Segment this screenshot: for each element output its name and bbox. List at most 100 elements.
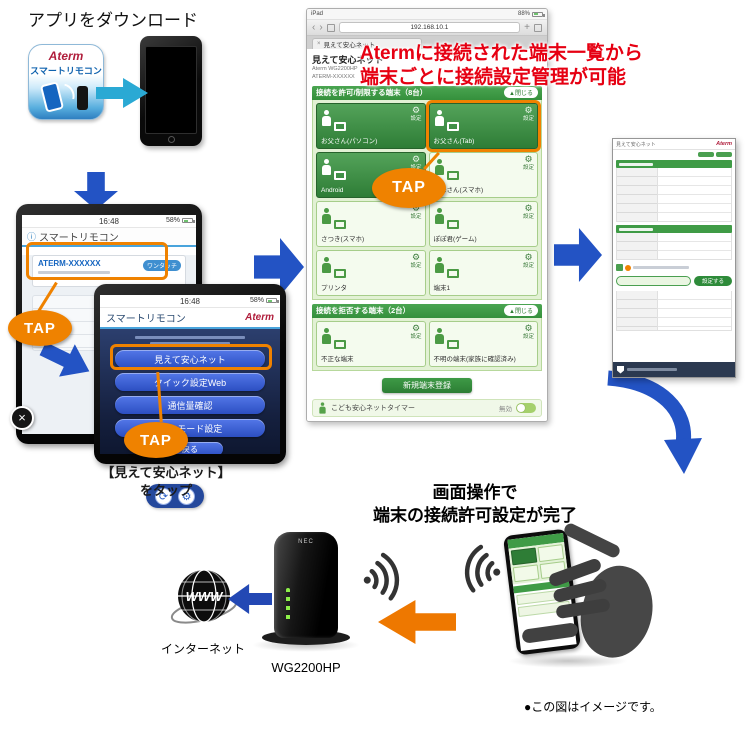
- nav-pill[interactable]: [716, 152, 732, 157]
- device-icon: [322, 109, 346, 131]
- phone-toolbar: ⟳ ⚙: [146, 484, 204, 508]
- download-label: アプリをダウンロード: [28, 11, 198, 30]
- device-card[interactable]: ⚙設定 お母さん(スマホ): [428, 151, 538, 198]
- phone2-screen: 16:48 58% スマートリモコン Aterm 見えて安心ネット クイック設定…: [100, 295, 280, 454]
- person-icon: [434, 109, 444, 126]
- device-settings-button[interactable]: ⚙設定: [523, 154, 534, 171]
- bookmark-icon[interactable]: [326, 23, 335, 32]
- tablet-screenshot: iPad 88% ‹ › 192.168.10.1 + × 見えて安心ネット 見…: [306, 8, 548, 422]
- url-field[interactable]: 192.168.10.1: [338, 22, 521, 33]
- gear-icon: ⚙: [524, 104, 533, 115]
- shield-icon: [617, 365, 624, 374]
- device-info-line: ATERM-XXXXXX: [312, 73, 355, 80]
- tab-close-icon[interactable]: ×: [317, 41, 321, 47]
- battery-indicator: 88%: [518, 11, 545, 17]
- battery-percent: 58%: [165, 217, 180, 224]
- gear-icon: ⚙: [411, 104, 421, 115]
- gear-icon: ⚙: [411, 251, 421, 262]
- terminal-icon: [446, 339, 459, 349]
- completion-line-2: 端末の接続許可設定が完了: [373, 505, 577, 525]
- device-settings-button[interactable]: ⚙設定: [523, 104, 534, 122]
- app-title: スマートリモコン: [39, 233, 119, 244]
- panel-buttons: 設定する: [616, 276, 732, 286]
- battery-icon: [266, 298, 279, 303]
- aterm-logo: Aterm: [48, 49, 84, 63]
- device-settings-button[interactable]: ⚙設定: [522, 203, 534, 220]
- apply-button[interactable]: 設定する: [694, 276, 732, 286]
- device-settings-button[interactable]: ⚙設定: [522, 322, 534, 340]
- curved-down-arrow: [607, 370, 702, 474]
- nav-pill[interactable]: [698, 152, 714, 157]
- refresh-icon[interactable]: ⟳: [155, 487, 172, 505]
- device-name: Android: [321, 187, 344, 195]
- device-card[interactable]: ⚙設定 端末1: [428, 249, 538, 296]
- device-settings-button[interactable]: ⚙設定: [410, 104, 421, 122]
- menu-button[interactable]: クイック設定Web: [115, 373, 265, 391]
- settings-label: 設定: [522, 333, 534, 340]
- gear-icon[interactable]: ⚙: [178, 487, 195, 505]
- person-icon: [322, 109, 331, 126]
- person-icon: [322, 327, 331, 344]
- tabs-icon[interactable]: [534, 23, 542, 32]
- tap-callout-2: TAP: [124, 422, 188, 458]
- menu-button[interactable]: 通信量確認: [115, 396, 265, 414]
- person-icon: [322, 207, 331, 224]
- device-settings-button[interactable]: ⚙設定: [410, 203, 422, 220]
- timer-toggle[interactable]: [516, 402, 536, 413]
- person-icon: [434, 256, 444, 273]
- device-card[interactable]: ⚙設定 不明の端末(家族に確認済み): [428, 320, 538, 367]
- image-disclaimer: ●この図はイメージです。: [524, 700, 662, 714]
- register-device-button[interactable]: 新規端末登録: [382, 377, 472, 393]
- back-icon[interactable]: ‹: [312, 21, 316, 33]
- collapse-button[interactable]: ▲閉じる: [504, 305, 538, 317]
- device-name: ぽぽ君(ゲーム): [433, 236, 477, 244]
- device-name: 不正な端末: [321, 356, 354, 364]
- device-icon: [434, 327, 459, 349]
- router-image: NEC: [252, 532, 360, 660]
- highlight-box-menu: [110, 344, 272, 370]
- device-card[interactable]: ⚙設定 お父さん(パソコン): [316, 102, 426, 149]
- tap-caption: 【見えて安心ネット】 をタップ: [86, 464, 246, 499]
- device-name: さつき(スマホ): [321, 236, 365, 244]
- close-icon[interactable]: ×: [10, 406, 34, 430]
- collapse-button[interactable]: ▲閉じる: [504, 87, 538, 99]
- device-settings-button[interactable]: ⚙設定: [410, 251, 421, 269]
- gear-icon: ⚙: [524, 322, 533, 333]
- info-icon[interactable]: ⓘ: [27, 232, 37, 242]
- browser-tab[interactable]: × 見えて安心ネット: [312, 38, 422, 49]
- nec-logo: NEC: [298, 539, 314, 545]
- status-left: iPad: [311, 11, 324, 17]
- wifi-waves-right: [464, 544, 501, 593]
- menu-button[interactable]: 見えて安心ネット: [115, 350, 265, 368]
- person-icon: [434, 207, 444, 224]
- device-settings-button[interactable]: ⚙設定: [523, 252, 534, 269]
- onetouch-pill[interactable]: ワンタッチ: [142, 260, 181, 271]
- device-name: お父さん(Tab): [433, 138, 475, 146]
- device-card[interactable]: ⚙設定 さつき(スマホ): [316, 200, 426, 247]
- device-icon: [322, 207, 346, 229]
- device-settings-button[interactable]: ⚙設定: [410, 154, 421, 171]
- app-icon-name: スマートリモコン: [30, 66, 102, 76]
- deny-section-title: 接続を拒否する端末（2台）: [316, 306, 411, 316]
- forward-icon[interactable]: ›: [319, 21, 323, 33]
- new-tab-icon[interactable]: +: [524, 21, 530, 33]
- device-card[interactable]: ⚙設定 ぽぽ君(ゲーム): [428, 200, 538, 247]
- settings-label: 設定: [522, 213, 534, 220]
- tab-title: 見えて安心ネット: [323, 42, 376, 49]
- device-icon: [322, 158, 346, 180]
- text-placeholder: [150, 342, 230, 345]
- phone-glyph: [39, 81, 65, 113]
- smartphone-image: [140, 36, 202, 146]
- device-settings-button[interactable]: ⚙設定: [410, 323, 422, 340]
- settings-label: 設定: [410, 165, 421, 171]
- person-icon: [434, 327, 444, 344]
- section-header-bar: [616, 225, 732, 233]
- settings-label: 設定: [410, 213, 422, 220]
- device-card[interactable]: ⚙設定 不正な端末: [316, 320, 426, 367]
- settings-label: 設定: [410, 333, 422, 340]
- clock: 16:48: [179, 297, 201, 306]
- device-card[interactable]: ⚙設定 プリンタ: [316, 249, 426, 296]
- schedule-button[interactable]: [616, 276, 691, 286]
- device-card[interactable]: ⚙設定 お父さん(Tab): [428, 102, 538, 149]
